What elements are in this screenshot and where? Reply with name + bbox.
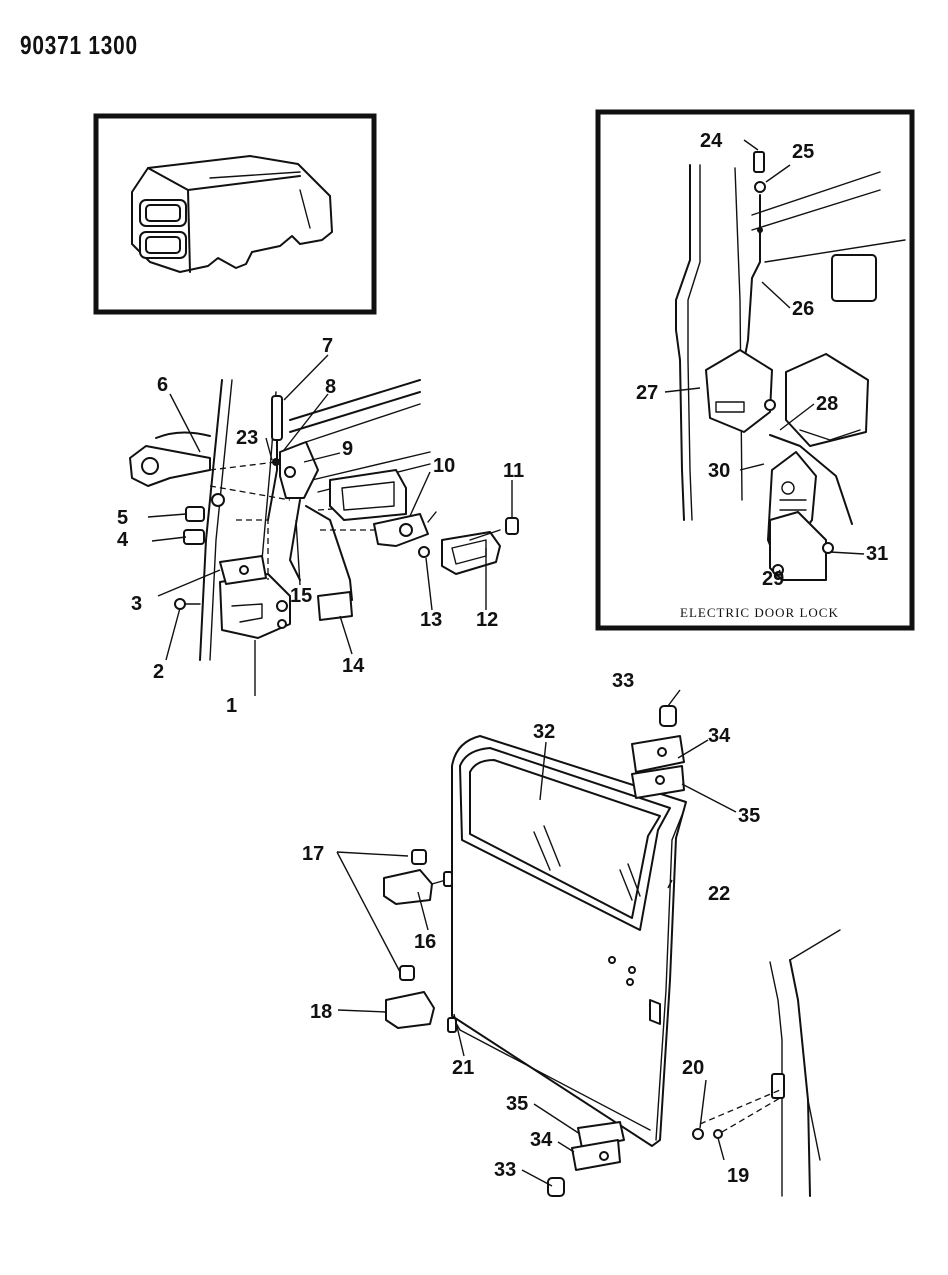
bellcrank-9: [272, 441, 319, 499]
lock-rod-assembly: [741, 151, 766, 373]
inside-handle-assembly: [373, 511, 437, 547]
lock-mechanism: [129, 379, 519, 661]
callout-34-lower: 34: [530, 1129, 553, 1151]
callout-5: 5: [117, 507, 128, 529]
callout-8: 8: [325, 376, 336, 398]
upper-roller-16: [383, 849, 453, 905]
screw-2: [174, 598, 201, 610]
callout-4: 4: [117, 529, 129, 551]
door-edge-frame: [675, 164, 906, 521]
latch-assembly: [705, 349, 776, 433]
clip-14: [317, 591, 353, 621]
callout-26: 26: [792, 298, 814, 320]
callout-25: 25: [792, 141, 814, 163]
lower-roller-18: [385, 965, 457, 1033]
callout-19: 19: [727, 1165, 749, 1187]
callout-15: 15: [290, 585, 312, 607]
handle-12: [441, 531, 501, 575]
callout-12: 12: [476, 609, 498, 631]
callout-14: 14: [342, 655, 365, 677]
striker-area: [699, 929, 841, 1197]
callout-24: 24: [700, 130, 723, 152]
callout-21: 21: [452, 1057, 474, 1079]
callout-22: 22: [708, 883, 730, 905]
callout-30: 30: [708, 460, 730, 482]
lock-motor-module: [769, 353, 869, 525]
callout-1: 1: [226, 695, 237, 717]
callout-18: 18: [310, 1001, 332, 1023]
callout-7: 7: [322, 335, 333, 357]
callout-labels: 1 2 3 4 5 6 7 8 9 10 11 12 13 14 15 16 1…: [117, 130, 888, 1187]
latch-plate-3: [219, 555, 267, 585]
callout-27: 27: [636, 382, 658, 404]
sliding-door-assembly: [383, 705, 841, 1197]
door-seal-22: [655, 809, 685, 1141]
outside-handle-6: [129, 431, 211, 487]
van-silhouette-icon: [131, 155, 333, 273]
electric-door-lock-caption: ELECTRIC DOOR LOCK: [680, 605, 839, 620]
control-rods: [209, 461, 380, 601]
leader-lines: [147, 139, 865, 1187]
callout-33-upper: 33: [612, 670, 634, 692]
callout-11: 11: [503, 460, 524, 482]
callout-20: 20: [682, 1057, 704, 1079]
callout-28: 28: [816, 393, 838, 415]
callout-35-upper: 35: [738, 805, 760, 827]
lower-hinge-plates: [547, 1121, 625, 1197]
electric-door-lock-inset: [595, 109, 915, 631]
callout-16: 16: [414, 931, 436, 953]
callout-23: 23: [236, 427, 258, 449]
door-glass-32: [459, 747, 671, 931]
vehicle-locator-inset: [93, 113, 377, 315]
callout-6: 6: [157, 374, 168, 396]
bolt-19-20: [692, 1128, 723, 1140]
handle-bezel-10: [329, 469, 407, 521]
lock-cylinder-parts: [183, 493, 225, 545]
callout-32: 32: [533, 721, 555, 743]
diagram-code: 90371 1300: [20, 30, 138, 60]
callout-17: 17: [302, 843, 324, 865]
callout-35-lower: 35: [506, 1093, 528, 1115]
callout-29: 29: [762, 568, 784, 590]
callout-33-lower: 33: [494, 1159, 516, 1181]
upper-hinge-plates: [631, 705, 685, 799]
clip-13: [418, 546, 430, 558]
callout-13: 13: [420, 609, 442, 631]
callout-31: 31: [866, 543, 888, 565]
callout-3: 3: [131, 593, 142, 615]
door-hardware-holes: [608, 956, 661, 1025]
lock-rod-7: [267, 395, 283, 521]
lock-actuator: [767, 451, 834, 581]
callout-10: 10: [433, 455, 455, 477]
callout-2: 2: [153, 661, 164, 683]
callout-34-upper: 34: [708, 725, 731, 747]
callout-9: 9: [342, 438, 353, 460]
